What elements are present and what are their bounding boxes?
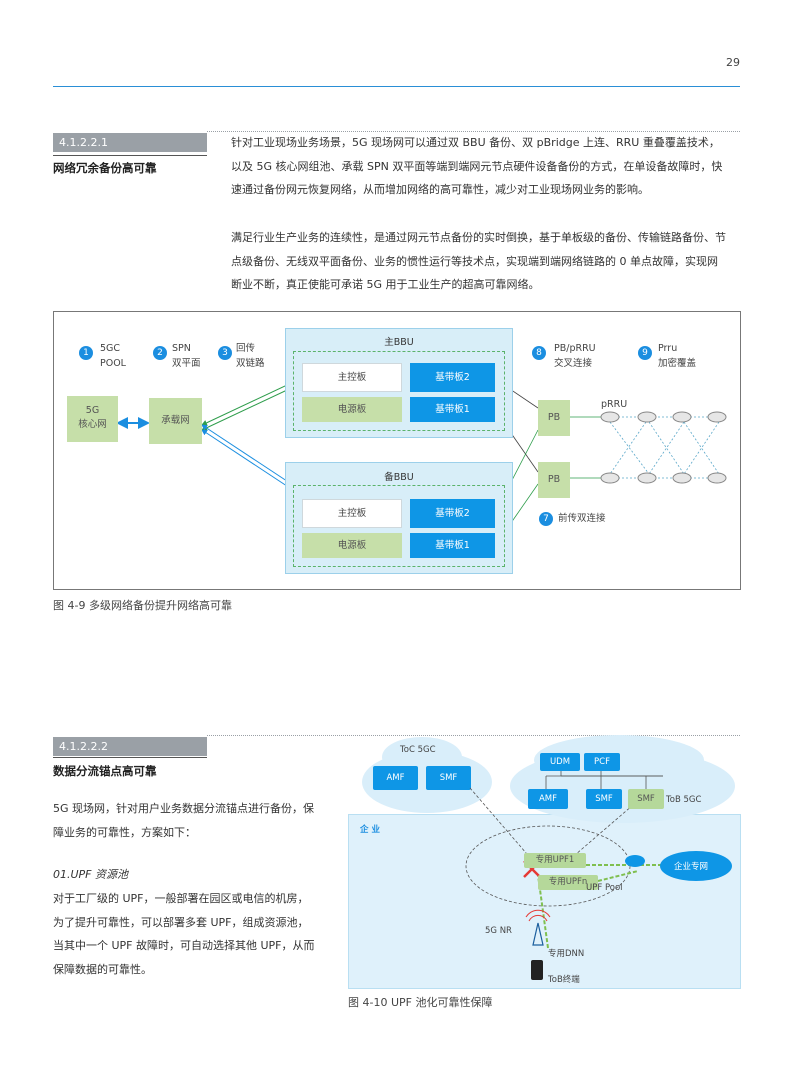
tob-smf-green-box: SMF	[628, 789, 664, 809]
figure-upf-pool: 企 业 ToC 5GC AMF SMF UDM PCF AMF SMF SMF …	[348, 733, 741, 989]
prru-icon	[600, 472, 620, 484]
bearer-network-box: 承载网	[149, 398, 202, 444]
baseband-board-2: 基带板2	[410, 363, 495, 392]
prru-icon	[637, 411, 657, 423]
enterprise-area	[348, 814, 741, 989]
bbu-board-group	[293, 485, 505, 567]
section-divider	[207, 735, 740, 736]
prru-icon	[707, 472, 727, 484]
text-line: 为了提升可靠性，可以部署多套 UPF，组成资源池，	[53, 915, 309, 929]
marker-badge: 3	[218, 346, 232, 360]
nr-label: 5G NR	[485, 926, 512, 936]
router-icon	[625, 855, 645, 867]
marker-label: 回传双链路	[236, 343, 265, 369]
upfn-box: 专用UPFn	[538, 875, 598, 890]
text-line: 以及 5G 核心网组池、承载 SPN 双平面等端到端网元节点硬件设备备份的方式，…	[231, 159, 723, 173]
prru-icon	[600, 411, 620, 423]
marker-badge: 8	[532, 346, 546, 360]
intro-paragraph: 5G 现场网，针对用户业务数据分流锚点进行备份，保 障业务的可靠性，方案如下：	[53, 797, 333, 844]
marker-badge: 2	[153, 346, 167, 360]
phone-icon	[531, 960, 543, 980]
section-title: 数据分流锚点高可靠	[53, 764, 157, 778]
text-line: 满足行业生产业务的连续性，是通过网元节点备份的实时倒换，基于单板级的备份、传输链…	[231, 231, 726, 244]
figure-caption: 图 4-10 UPF 池化可靠性保障	[348, 996, 493, 1009]
text-line: 保障数据的可靠性。	[53, 962, 152, 976]
prru-label: pRRU	[601, 399, 628, 410]
marker-badge: 1	[79, 346, 93, 360]
enterprise-label: 企 业	[360, 825, 380, 835]
prru-icon	[707, 411, 727, 423]
main-bbu-title: 主BBU	[384, 337, 414, 348]
upf-pool-label: UPF Pool	[586, 883, 623, 893]
dnn-label: 专用DNN	[548, 949, 585, 959]
section-number-badge: 4.1.2.2.2	[53, 737, 207, 756]
page-number: 29	[726, 56, 740, 69]
terminal-label: ToB终端	[548, 975, 580, 985]
prru-icon	[672, 472, 692, 484]
antenna-icon	[532, 922, 544, 946]
marker-badge: 7	[539, 512, 553, 526]
body-paragraph: 对于工厂级的 UPF，一般部署在园区或电信的机房， 为了提升可靠性，可以部署多套…	[53, 887, 333, 981]
udm-box: UDM	[540, 753, 580, 771]
section-underline	[53, 155, 207, 156]
paragraph-1: 针对工业现场业务场景，5G 现场网可以通过双 BBU 备份、双 pBridge …	[231, 131, 741, 202]
main-control-board: 主控板	[302, 499, 402, 528]
text-line: 对于工厂级的 UPF，一般部署在园区或电信的机房，	[53, 892, 309, 905]
marker-label: 前传双连接	[558, 513, 606, 524]
toc-amf-box: AMF	[373, 766, 418, 790]
section-title: 网络冗余备份高可靠	[53, 161, 157, 175]
text-line: 断业不断，真正使能可承诺 5G 用于工业生产的超高可靠网络。	[231, 278, 540, 291]
prru-icon	[672, 411, 692, 423]
backup-bbu-title: 备BBU	[384, 472, 414, 483]
tob-smf-box: SMF	[586, 789, 622, 809]
header-rule	[53, 86, 740, 87]
backup-bbu-panel: 备BBU 主控板 基带板2 电源板 基带板1	[285, 462, 513, 574]
upf1-box: 专用UPF1	[524, 853, 586, 868]
baseband-board-1: 基带板1	[410, 533, 495, 558]
figure-caption: 图 4-9 多级网络备份提升网络高可靠	[53, 599, 232, 612]
text-line: 点级备份、无线双平面备份、业务的惯性运行等技术点，实现端到端网络链路的 0 单点…	[231, 254, 718, 268]
pcf-box: PCF	[584, 753, 620, 771]
tob-label: ToB 5GC	[666, 795, 702, 805]
text-line: 速通过备份网元恢复网络，从而增加网络的高可靠性，减少对工业现场网业务的影响。	[231, 183, 649, 196]
baseband-board-2: 基带板2	[410, 499, 495, 528]
main-bbu-panel: 主BBU 主控板 基带板2 电源板 基带板1	[285, 328, 513, 438]
paragraph-2: 满足行业生产业务的连续性，是通过网元节点备份的实时倒换，基于单板级的备份、传输链…	[231, 226, 741, 297]
text-line: 障业务的可靠性，方案如下：	[53, 825, 196, 839]
marker-badge: 9	[638, 346, 652, 360]
power-board: 电源板	[302, 533, 402, 558]
section-divider	[207, 131, 740, 132]
baseband-board-1: 基带板1	[410, 397, 495, 422]
text-line: 5G 现场网，针对用户业务数据分流锚点进行备份，保	[53, 802, 315, 815]
main-control-board: 主控板	[302, 363, 402, 392]
section-underline	[53, 757, 207, 758]
text-line: 针对工业现场业务场景，5G 现场网可以通过双 BBU 备份、双 pBridge …	[231, 136, 720, 149]
prru-icon	[637, 472, 657, 484]
pb-box: PB	[538, 462, 570, 498]
section-number-badge: 4.1.2.2.1	[53, 133, 207, 152]
toc-label: ToC 5GC	[400, 745, 436, 755]
sub-heading: 01.UPF 资源池	[53, 868, 129, 881]
toc-smf-box: SMF	[426, 766, 471, 790]
enterprise-net-cloud	[660, 851, 732, 881]
enterprise-net-label: 企业专网	[674, 862, 709, 872]
tob-amf-box: AMF	[528, 789, 568, 809]
text-line: 当其中一个 UPF 故障时，可自动选择其他 UPF，从而	[53, 939, 315, 952]
pb-box: PB	[538, 400, 570, 436]
power-board: 电源板	[302, 397, 402, 422]
bbu-board-group	[293, 351, 505, 431]
